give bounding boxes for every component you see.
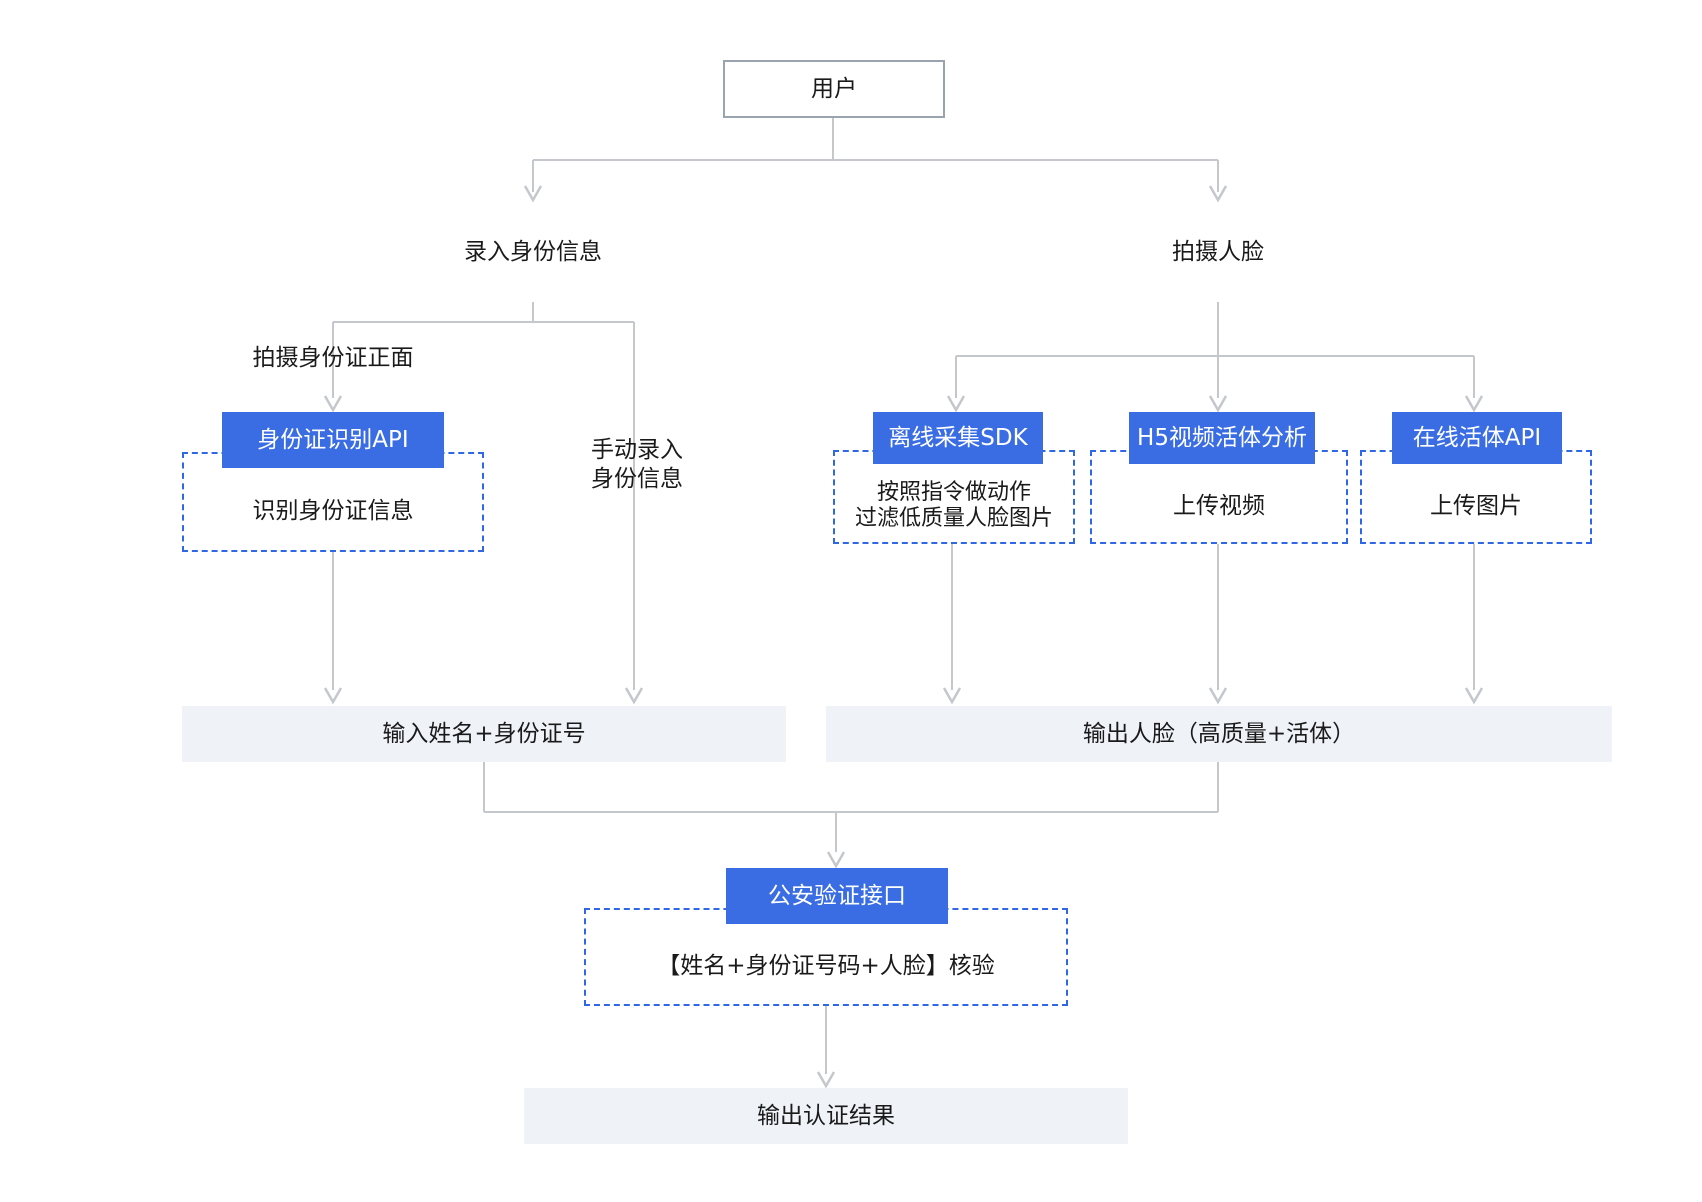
arrowhead-output-face-left <box>942 687 962 705</box>
output-face-box: 输出人脸（高质量+活体） <box>826 706 1612 762</box>
user-node: 用户 <box>723 60 945 118</box>
arrowhead-output-face-mid <box>1208 687 1228 705</box>
h5-video-text: H5视频活体分析 <box>1137 424 1307 451</box>
input-name-id-box: 输入姓名+身份证号 <box>182 706 786 762</box>
arrowhead-output-face-right <box>1464 687 1484 705</box>
capture-id-front-label: 拍摄身份证正面 <box>233 338 433 378</box>
online-api-tag: 在线活体API <box>1392 412 1562 464</box>
online-api-text: 在线活体API <box>1412 424 1542 451</box>
arrowhead-manual-entry <box>624 687 644 705</box>
id-ocr-desc-text: 识别身份证信息 <box>252 497 414 524</box>
online-api-detail-box: 上传图片 <box>1360 450 1592 544</box>
arrowhead-online-api <box>1464 395 1484 413</box>
arrowhead-capture-face <box>1208 185 1228 203</box>
h5-video-tag: H5视频活体分析 <box>1129 412 1315 464</box>
offline-sdk-tag: 离线采集SDK <box>873 412 1043 464</box>
connector-face-split <box>955 302 1475 398</box>
online-api-desc-text: 上传图片 <box>1430 492 1522 519</box>
capture-face-label: 拍摄人脸 <box>1108 232 1328 272</box>
police-api-detail-box: 【姓名+身份证号码+人脸】核验 <box>584 908 1068 1006</box>
connector-id-split <box>332 302 635 690</box>
arrowhead-offline-sdk <box>946 395 966 413</box>
id-ocr-api-text: 身份证识别API <box>257 426 409 453</box>
arrowhead-output-result <box>816 1071 836 1089</box>
input-name-id-text: 输入姓名+身份证号 <box>382 720 586 747</box>
id-ocr-api-tag: 身份证识别API <box>222 412 444 468</box>
capture-face-text: 拍摄人脸 <box>1172 238 1264 265</box>
id-ocr-detail-box: 识别身份证信息 <box>182 452 484 552</box>
enter-id-info-text: 录入身份信息 <box>464 238 602 265</box>
output-result-box: 输出认证结果 <box>524 1088 1128 1144</box>
arrowhead-police-api <box>826 851 846 869</box>
offline-sdk-text: 离线采集SDK <box>888 424 1028 451</box>
h5-video-detail-box: 上传视频 <box>1090 450 1348 544</box>
capture-id-front-text: 拍摄身份证正面 <box>252 344 414 371</box>
h5-video-desc-text: 上传视频 <box>1173 492 1265 519</box>
user-label: 用户 <box>811 75 857 102</box>
offline-sdk-desc-text: 按照指令做动作 过滤低质量人脸图片 <box>854 479 1053 531</box>
connector-merge <box>483 760 1219 852</box>
manual-entry-label: 手动录入 身份信息 <box>572 432 702 498</box>
output-result-text: 输出认证结果 <box>757 1102 895 1129</box>
police-api-text: 公安验证接口 <box>768 882 906 909</box>
offline-sdk-detail-box: 按照指令做动作 过滤低质量人脸图片 <box>833 450 1075 544</box>
output-face-text: 输出人脸（高质量+活体） <box>1082 720 1356 747</box>
connector-user-split <box>532 118 1219 192</box>
arrowhead-id-ocr <box>323 395 343 413</box>
manual-entry-text: 手动录入 身份信息 <box>591 437 683 492</box>
arrowhead-h5-video <box>1208 395 1228 413</box>
arrowhead-enter-id <box>523 185 543 203</box>
police-api-desc-text: 【姓名+身份证号码+人脸】核验 <box>657 952 995 979</box>
police-api-tag: 公安验证接口 <box>726 868 948 924</box>
enter-id-info-label: 录入身份信息 <box>413 232 653 272</box>
arrowhead-input-name-id <box>323 687 343 705</box>
